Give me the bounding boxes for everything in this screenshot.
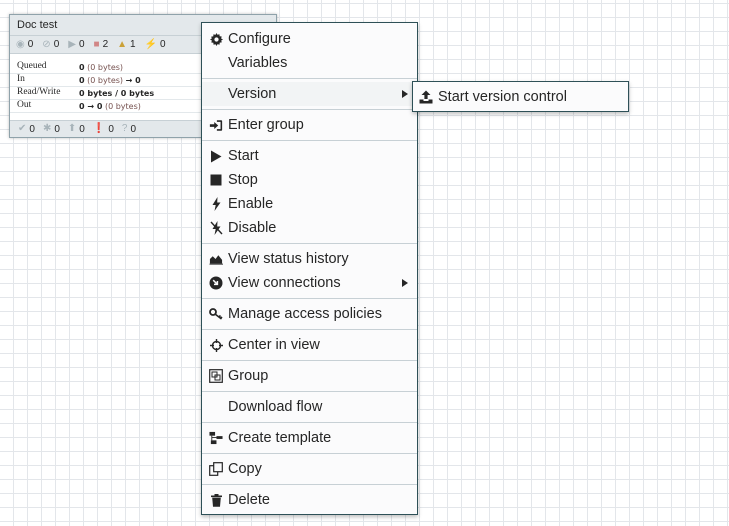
running-icon: ▶: [68, 38, 76, 50]
menu-item-version[interactable]: Version: [202, 82, 417, 106]
stopped-icon: ■: [93, 38, 100, 50]
sign-in-icon: [209, 118, 223, 132]
question-icon: ?: [121, 123, 128, 134]
stale-count: ⬆ 0: [67, 123, 85, 135]
copy-icon: [209, 462, 223, 476]
menu-divider: [202, 453, 417, 454]
arrow-circle-up-icon: ⬆: [67, 123, 77, 134]
menu-divider: [202, 391, 417, 392]
menu-divider: [202, 298, 417, 299]
menu-divider: [202, 329, 417, 330]
menu-item-configure[interactable]: Configure: [202, 27, 417, 51]
menu-item-enable[interactable]: Enable: [202, 192, 417, 216]
crosshairs-icon: [209, 338, 223, 352]
version-submenu: Start version control: [412, 81, 629, 112]
transmitting-count: ◉ 0: [16, 38, 34, 50]
menu-divider: [202, 422, 417, 423]
bolt-slash-icon: [209, 221, 223, 235]
menu-item-copy[interactable]: Copy: [202, 457, 417, 481]
asterisk-icon: ✱: [42, 123, 52, 134]
menu-item-view-status-history[interactable]: View status history: [202, 247, 417, 271]
menu-item-start[interactable]: Start: [202, 144, 417, 168]
stop-icon: [209, 173, 223, 187]
disabled-count: ⚡ 0: [144, 38, 166, 50]
play-icon: [209, 149, 223, 163]
transmitting-icon: ◉: [16, 38, 25, 50]
connections-icon: [209, 276, 223, 290]
menu-item-download-flow[interactable]: Download flow: [228, 399, 323, 415]
sync-failure-count: ? 0: [121, 123, 136, 135]
locally-modified-count: ✱ 0: [42, 123, 60, 135]
menu-item-enter-group[interactable]: Enter group: [202, 113, 417, 137]
submenu-arrow-icon: [402, 90, 408, 98]
group-icon: [209, 369, 223, 383]
menu-divider: [202, 243, 417, 244]
up-to-date-count: ✔ 0: [18, 123, 35, 135]
submenu-arrow-icon: [402, 279, 408, 287]
menu-item-variables[interactable]: Variables: [228, 55, 288, 71]
menu-divider: [202, 484, 417, 485]
context-menu: Configure Variables Version Enter group …: [201, 22, 418, 515]
bolt-icon: [209, 197, 223, 211]
menu-item-start-version-control[interactable]: Start version control: [413, 85, 628, 109]
stats-row-read-write: Read/Write 0 bytes / 0 bytes: [10, 87, 276, 100]
menu-item-delete[interactable]: Delete: [202, 488, 417, 512]
upload-icon: [419, 90, 433, 104]
menu-item-manage-access-policies[interactable]: Manage access policies: [202, 302, 417, 326]
menu-divider: [202, 140, 417, 141]
menu-divider: [202, 360, 417, 361]
stats-row-queued: Queued 0 (0 bytes): [10, 61, 276, 74]
menu-item-disable[interactable]: Disable: [202, 216, 417, 240]
menu-item-view-connections[interactable]: View connections: [202, 271, 417, 295]
menu-divider: [202, 109, 417, 110]
menu-divider: [202, 78, 417, 79]
gear-icon: [209, 32, 223, 46]
area-chart-icon: [209, 252, 223, 266]
check-icon: ✔: [18, 123, 27, 134]
key-icon: [209, 307, 223, 321]
running-count: ▶ 0: [68, 38, 85, 50]
template-icon: [209, 431, 223, 445]
stats-row-out: Out 0 → 0 (0 bytes): [10, 100, 276, 113]
stopped-count: ■ 2: [93, 38, 109, 50]
trash-icon: [209, 493, 223, 507]
not-transmitting-count: ⊘ 0: [42, 38, 60, 50]
exclamation-circle-icon: ❗: [92, 123, 106, 134]
menu-item-create-template[interactable]: Create template: [202, 426, 417, 450]
modified-stale-count: ❗ 0: [92, 123, 114, 135]
stats-table: Queued 0 (0 bytes) In 0 (0 bytes) → 0 Re…: [10, 61, 276, 113]
invalid-count: ▲ 1: [117, 38, 136, 50]
menu-item-stop[interactable]: Stop: [202, 168, 417, 192]
warning-icon: ▲: [117, 38, 128, 50]
menu-item-center-in-view[interactable]: Center in view: [202, 333, 417, 357]
disabled-icon: ⚡: [144, 38, 158, 50]
menu-item-group[interactable]: Group: [202, 364, 417, 388]
stats-row-in: In 0 (0 bytes) → 0: [10, 74, 276, 87]
not-transmitting-icon: ⊘: [42, 38, 51, 50]
